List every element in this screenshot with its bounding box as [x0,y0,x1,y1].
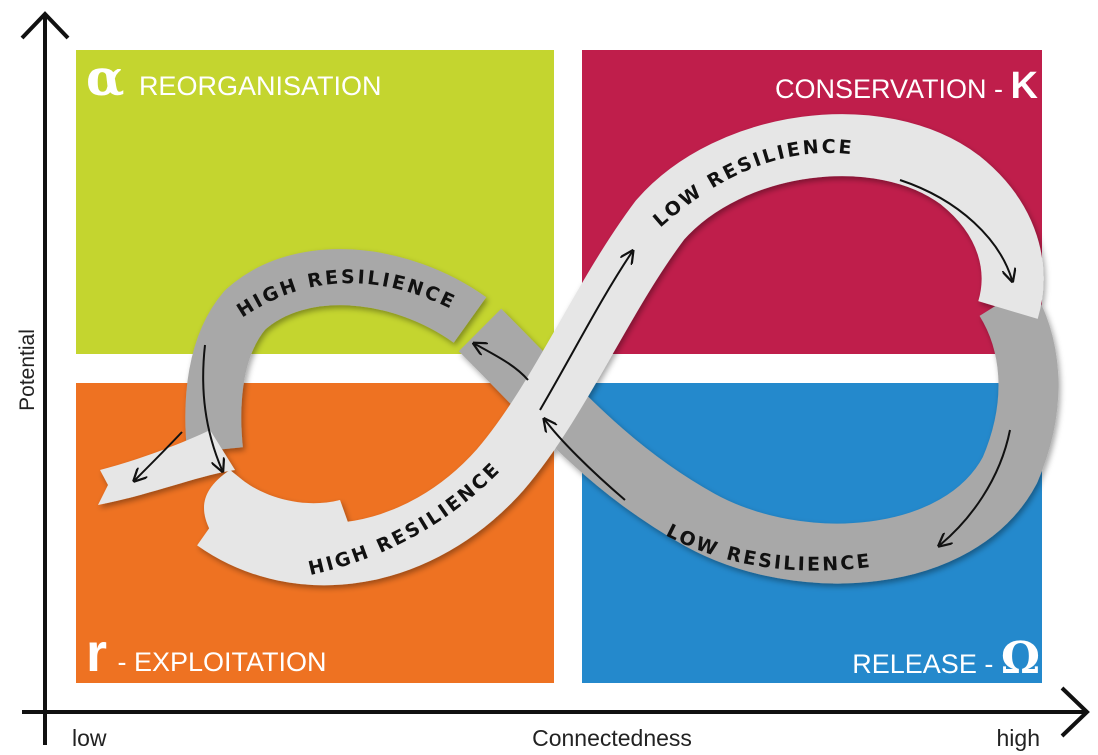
k-symbol: K [1011,65,1039,107]
y-axis-arrowhead [20,11,70,40]
exploitation-text: - EXPLOITATION [117,647,326,677]
x-axis-high-label: high [997,725,1040,751]
arrow-upper-left [475,344,529,381]
y-axis-label: Potential [16,329,39,411]
r-symbol: r [86,623,107,683]
reorganisation-text: REORGANISATION [139,71,382,101]
ribbon-tail-upper [98,430,235,505]
reorganisation-label: α REORGANISATION [86,48,381,107]
ribbon-light-segment [197,114,1044,586]
alpha-symbol: α [86,48,124,107]
exploitation-label: r - EXPLOITATION [86,623,327,683]
axes [20,11,1090,745]
conservation-label: CONSERVATION - K [775,65,1039,107]
omega-symbol: Ω [1001,633,1040,684]
release-text: RELEASE - [852,649,1001,679]
x-axis-low-label: low [72,725,107,751]
adaptive-cycle-ribbon [98,114,1059,586]
arrow-conservation-down [899,179,1012,280]
ribbon-tail-lower [204,470,350,545]
ribbon-dark-segment-lower [458,284,1059,584]
arrow-tail-out [135,431,183,480]
x-axis-label: Connectedness [532,725,692,751]
arrow-back-left [545,420,626,501]
arrow-down-left [202,344,222,470]
ribbon-dark-segment-upper [185,249,487,453]
arrow-up-right [539,252,632,411]
arrow-release-down [940,429,1011,545]
flow-arrows [135,179,1012,545]
release-label: RELEASE - Ω [852,633,1040,684]
conservation-text: CONSERVATION - [775,74,1011,104]
x-axis-arrowhead [1060,686,1090,738]
